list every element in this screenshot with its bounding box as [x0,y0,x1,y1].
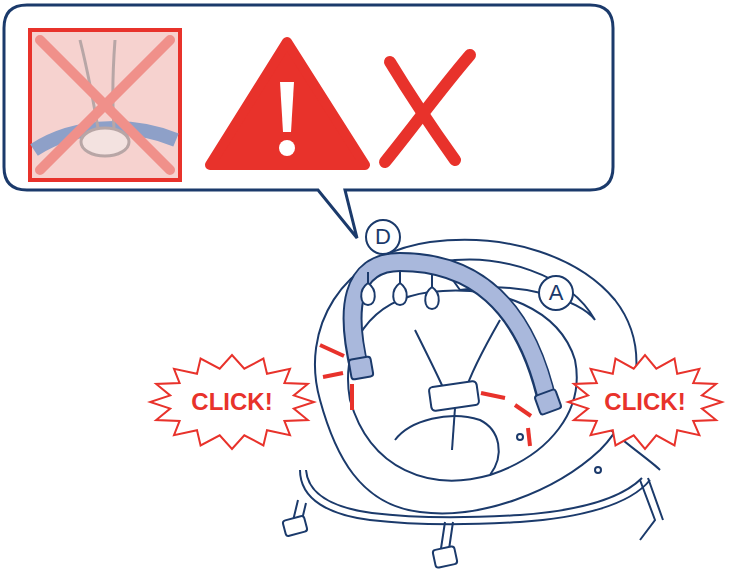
red-x-mark [385,55,470,162]
click-burst: CLICK! [565,352,725,452]
click-marks [320,345,531,446]
click-text: CLICK! [604,388,685,416]
click-burst: CLICK! [147,352,317,452]
callout-letter: A [538,275,574,311]
callout-letter-text: A [549,280,564,306]
callout-letter: D [365,219,401,255]
callout-bubble [4,5,613,238]
callout-letter-text: D [375,224,391,250]
click-text: CLICK! [191,388,272,416]
warning-symbol [210,42,365,165]
prohibited-carry-icon [30,30,180,180]
toy-bar [348,262,561,415]
